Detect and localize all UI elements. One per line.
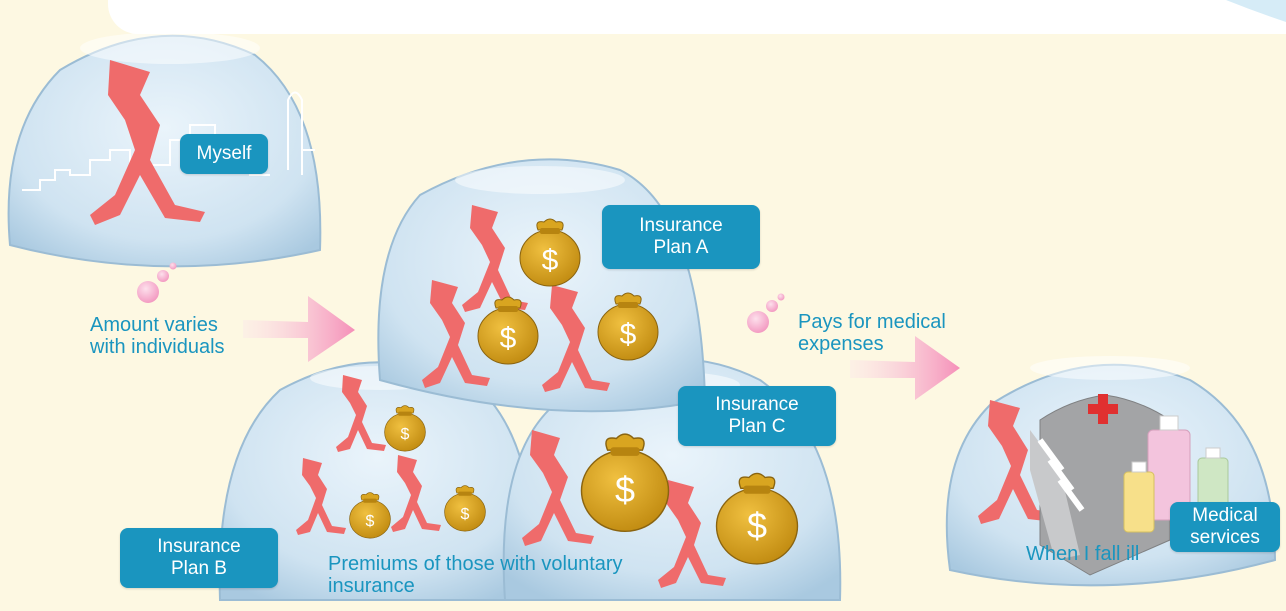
dollar-icon: $ (401, 426, 410, 443)
dollar-icon: $ (366, 513, 375, 530)
arrow-to-insurance (243, 296, 355, 362)
arrow-to-medical (850, 336, 960, 400)
caption-premiums-line2: insurance (328, 575, 415, 597)
figure-plan-b-1 (336, 375, 386, 452)
caption-when-ill: When I fall ill (1026, 543, 1139, 565)
tag-plan-c-line2: Plan C (728, 416, 786, 437)
medicine-bottles-icon (1123, 415, 1229, 533)
pink-dots-decoration (137, 262, 785, 333)
caption-when-ill-text: When I fall ill (1026, 543, 1140, 565)
caption-pays-line1: Pays for medical (798, 311, 946, 333)
tag-plan-b-line2: Plan B (171, 558, 227, 579)
caption-amount-line1: Amount varies (90, 314, 218, 336)
dollar-icon: $ (615, 469, 635, 510)
figure-plan-c-2 (658, 480, 726, 588)
caption-premiums-line1: Premiums of those with voluntary (328, 553, 623, 575)
tag-plan-a-line2: Plan A (653, 237, 709, 258)
figure-plan-a-3 (542, 285, 610, 392)
tag-medical-line1: Medical (1192, 505, 1258, 526)
tag-medical-line2: services (1190, 527, 1260, 548)
dollar-icon: $ (542, 244, 559, 277)
caption-pays-for: Pays for medical expenses (798, 311, 946, 355)
figure-plan-c-1 (522, 430, 594, 546)
tag-plan-b-line1: Insurance (157, 536, 241, 557)
caption-amount-varies: Amount varies with individuals (90, 314, 225, 358)
dollar-icon: $ (747, 505, 767, 546)
tag-myself-text: Myself (196, 143, 252, 164)
bubble-myself (7, 32, 322, 268)
caption-amount-line2: with individuals (90, 336, 225, 358)
figure-plan-b-2 (296, 458, 346, 535)
caption-premiums: Premiums of those with voluntary insuran… (328, 553, 623, 597)
tag-plan-c: Insurance Plan C (678, 386, 836, 446)
corner-swoosh (1226, 0, 1286, 22)
tag-plan-a-line1: Insurance (639, 215, 723, 236)
tag-myself: Myself (180, 134, 268, 174)
figure-plan-b-3 (391, 455, 441, 532)
tag-medical-services: Medical services (1170, 502, 1280, 552)
figure-plan-a-1 (462, 205, 528, 312)
dollar-icon: $ (461, 506, 470, 523)
caption-pays-line2: expenses (798, 333, 884, 355)
figure-myself (90, 60, 205, 225)
dollar-icon: $ (620, 318, 637, 351)
dollar-icon: $ (500, 322, 517, 355)
tag-plan-a: Insurance Plan A (602, 205, 760, 269)
figure-medical (978, 400, 1057, 524)
figure-plan-a-2 (422, 280, 490, 388)
tag-plan-c-line1: Insurance (715, 394, 799, 415)
tag-plan-b: Insurance Plan B (120, 528, 278, 588)
top-banner-band (108, 0, 1286, 34)
red-cross-icon (1088, 394, 1118, 424)
